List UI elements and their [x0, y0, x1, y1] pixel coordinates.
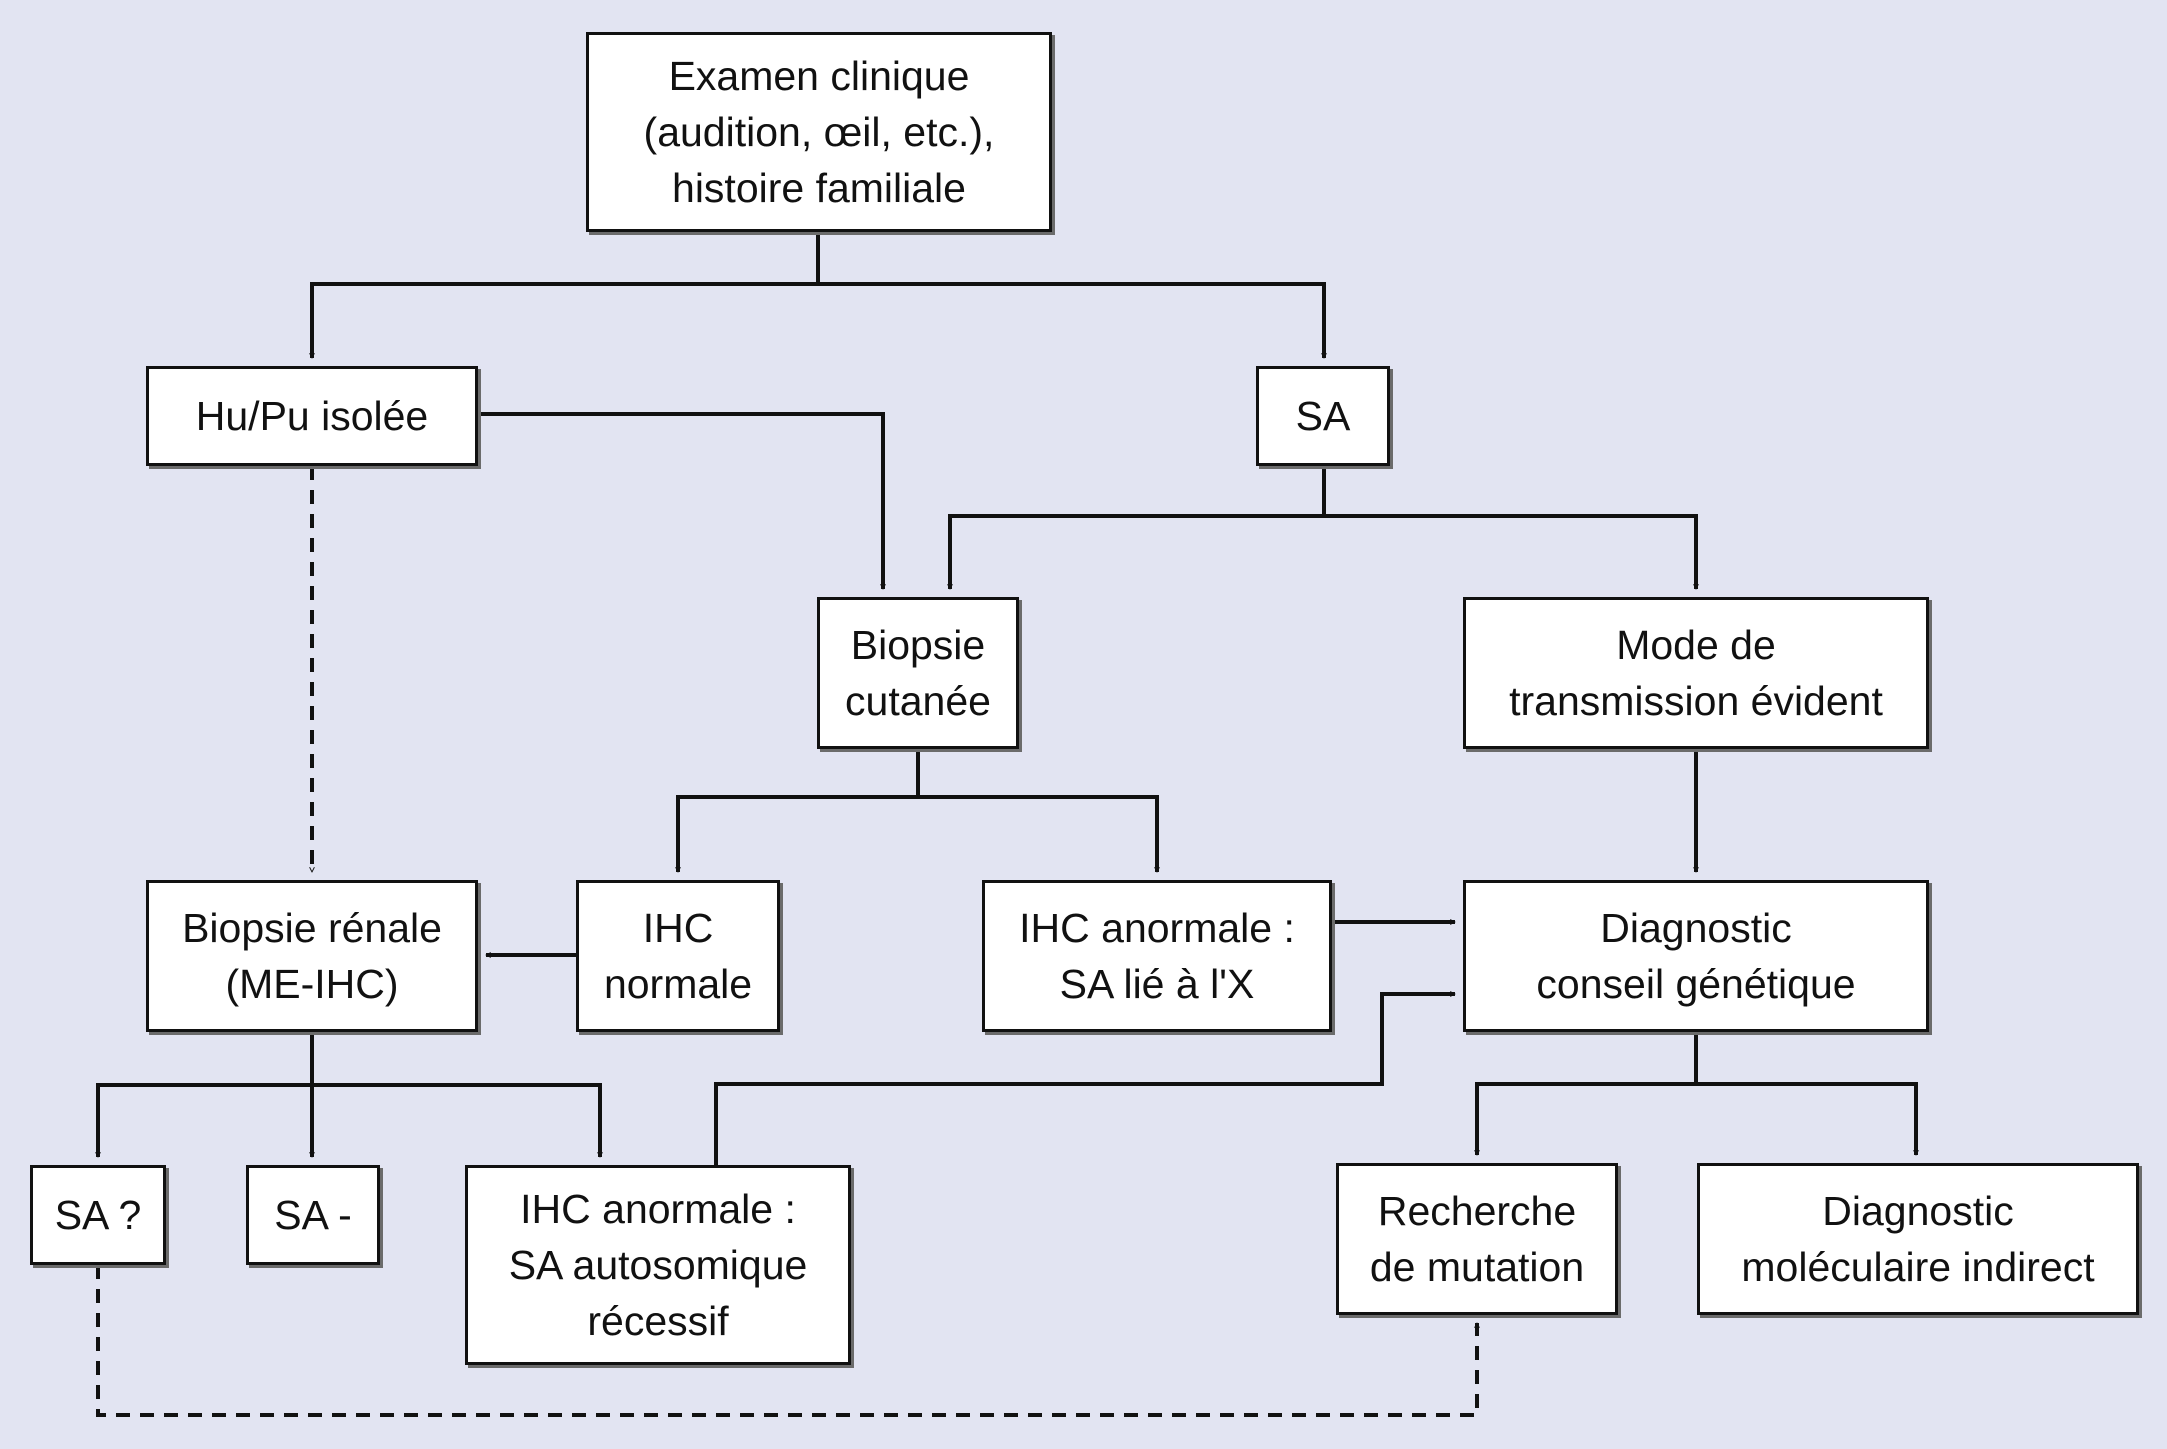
node-text: histoire familiale: [672, 165, 966, 211]
node-text: Hu/Pu isolée: [195, 393, 429, 439]
node-sa-question: SA ?: [30, 1165, 166, 1265]
node-text: Examen clinique: [668, 53, 970, 99]
node-text: Mode de: [1616, 622, 1776, 668]
node-text: Biopsie rénale: [182, 905, 442, 951]
node-biopsie-renale: Biopsie rénale (ME-IHC): [146, 880, 478, 1032]
node-text: SA -: [274, 1192, 352, 1238]
node-biopsie-cutanee: Biopsie cutanée: [817, 597, 1019, 749]
node-text: IHC anormale :: [1019, 905, 1295, 951]
node-text: Recherche: [1377, 1188, 1577, 1234]
arrow-examen-to-sa-top: [818, 282, 1324, 358]
arrow-diagnostic-to-recherche: [1477, 1032, 1698, 1155]
node-ihc-anormale-ar: IHC anormale : SA autosomique récessif: [465, 1165, 851, 1365]
arrow-hupu-to-biopsie-cut: [478, 412, 883, 589]
node-hu-pu-isolee: Hu/Pu isolée: [146, 366, 478, 466]
node-text: (audition, œil, etc.),: [643, 109, 995, 155]
node-text: récessif: [587, 1298, 729, 1344]
node-text: IHC anormale :: [520, 1186, 796, 1232]
node-mode-transmission: Mode de transmission évident: [1463, 597, 1929, 749]
arrow-sa-top-to-biopsie-cut: [950, 466, 1326, 589]
node-sa: SA: [1256, 366, 1390, 466]
node-text: SA ?: [54, 1192, 142, 1238]
arrow-examen-to-hupu: [312, 232, 820, 358]
node-text: (ME-IHC): [225, 961, 399, 1007]
node-examen-clinique: Examen clinique (audition, œil, etc.), h…: [586, 32, 1052, 232]
arrow-biopsie-ren-to-sa-q: [98, 1032, 314, 1157]
node-recherche-mutation: Recherche de mutation: [1336, 1163, 1618, 1315]
arrow-sa-top-to-mode: [1324, 514, 1696, 589]
node-text: SA lié à l'X: [1059, 961, 1255, 1007]
arrow-biopsie-ren-to-ihc-ar: [312, 1083, 600, 1157]
node-text: conseil génétique: [1536, 961, 1856, 1007]
arrow-sa-q-to-recherche: [96, 1265, 1477, 1417]
node-text: SA: [1295, 393, 1351, 439]
node-text: normale: [603, 961, 753, 1007]
node-text: cutanée: [845, 678, 991, 724]
node-text: moléculaire indirect: [1741, 1244, 2095, 1290]
arrow-ihc-ar-to-diagnostic: [714, 994, 1455, 1165]
node-text: Diagnostic: [1600, 905, 1792, 951]
node-sa-negative: SA -: [246, 1165, 380, 1265]
node-text: transmission évident: [1509, 678, 1883, 724]
node-text: IHC: [642, 905, 714, 951]
node-text: Diagnostic: [1822, 1188, 2014, 1234]
arrow-biopsie-cut-to-ihc-x: [918, 795, 1157, 872]
arrow-diagnostic-to-diag-mol: [1696, 1082, 1916, 1155]
node-text: SA autosomique: [508, 1242, 808, 1288]
node-ihc-anormale-x: IHC anormale : SA lié à l'X: [982, 880, 1332, 1032]
node-diagnostic-conseil: Diagnostic conseil génétique: [1463, 880, 1929, 1032]
node-diagnostic-moleculaire: Diagnostic moléculaire indirect: [1697, 1163, 2139, 1315]
node-text: de mutation: [1369, 1244, 1585, 1290]
node-text: Biopsie: [850, 622, 986, 668]
arrow-biopsie-cut-to-ihc-normale: [678, 749, 920, 872]
node-ihc-normale: IHC normale: [576, 880, 780, 1032]
